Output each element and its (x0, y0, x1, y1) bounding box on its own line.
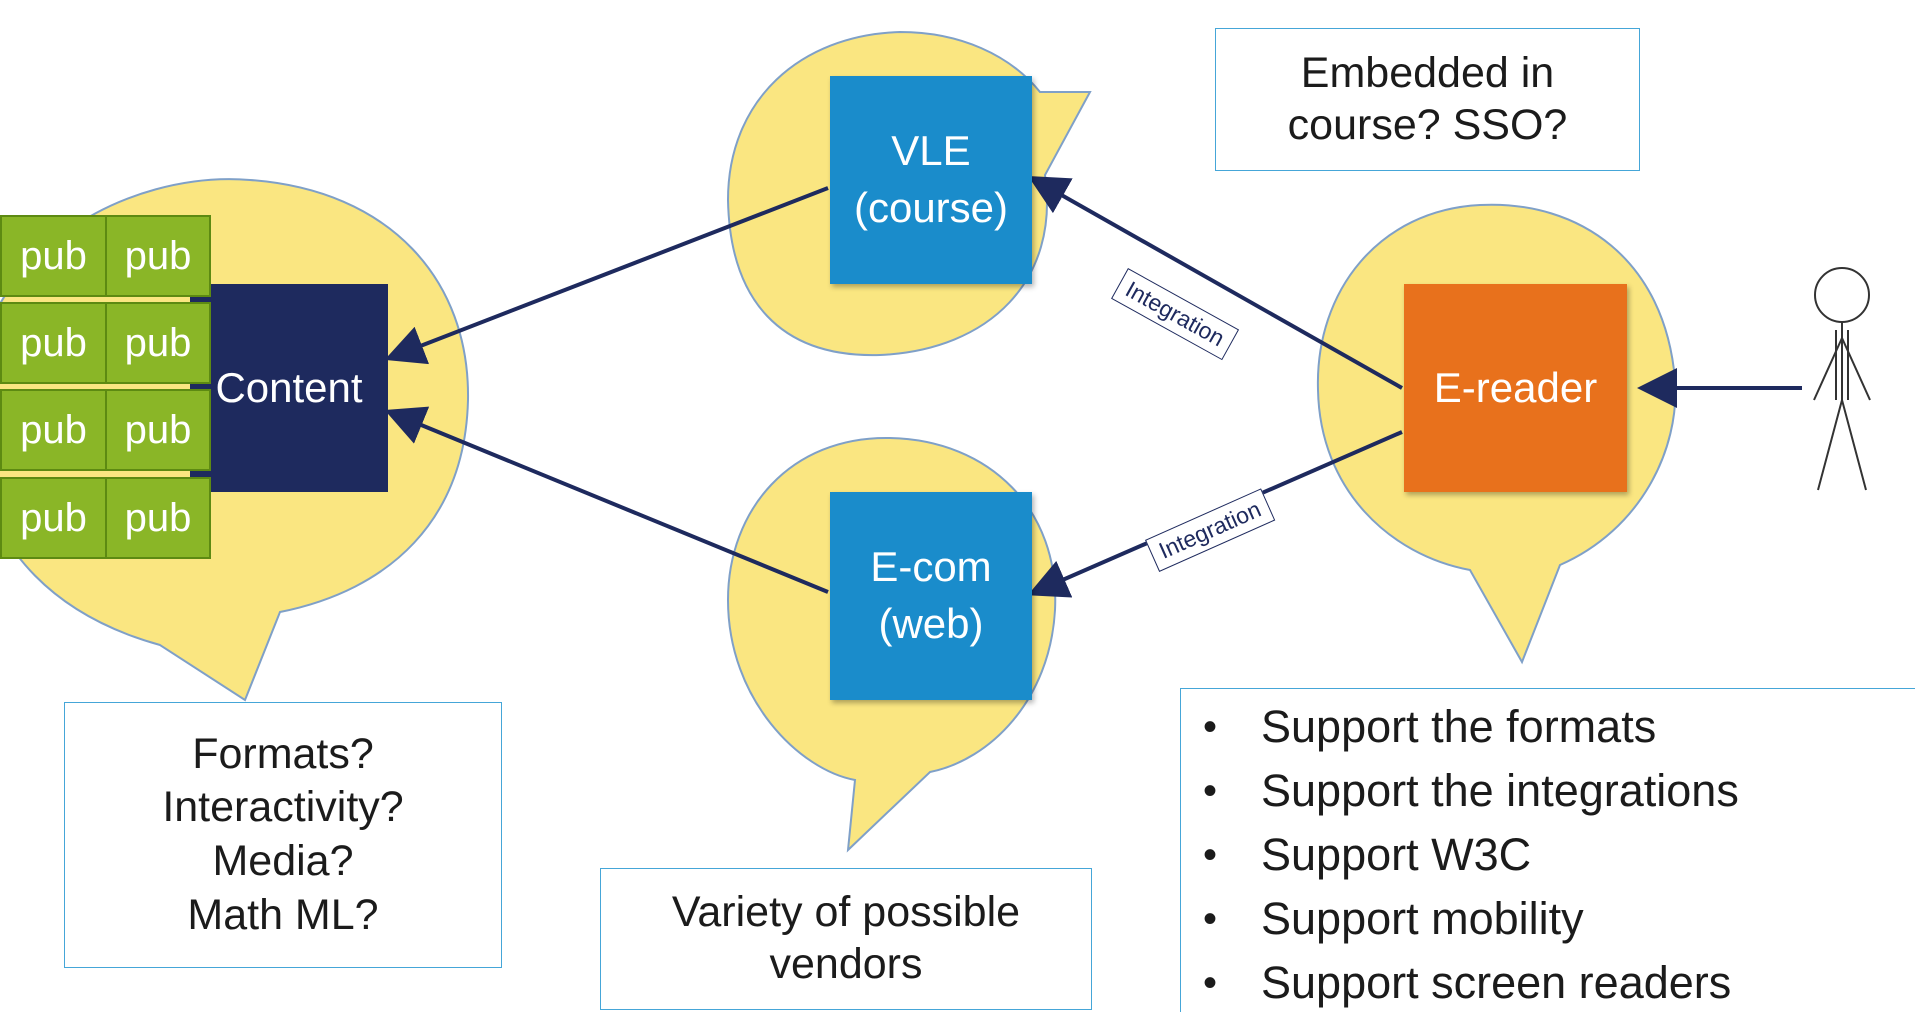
ecom-note-line: vendors (769, 940, 923, 988)
pub-block: pub (105, 389, 211, 471)
vle-to-content-arrow (384, 186, 829, 365)
ereader-to-vle-arrow (1028, 176, 1403, 390)
content-label: Content (215, 364, 363, 411)
ereader-node: E-reader (1404, 284, 1627, 492)
requirements-list: Support the formats Support the integrat… (1181, 689, 1915, 1015)
vle-node: VLE (course) (830, 76, 1032, 284)
vle-note-line: Embedded in (1300, 48, 1555, 97)
pub-label: pub (20, 233, 87, 278)
pub-block: pub (0, 302, 107, 384)
pub-label: pub (124, 495, 192, 540)
vle-label-line2: (course) (853, 184, 1009, 231)
requirement-item: Support the integrations (1181, 759, 1915, 823)
pub-block: pub (0, 215, 107, 297)
pub-block: pub (105, 477, 211, 559)
vle-label-line1: VLE (891, 127, 971, 175)
pub-label: pub (20, 495, 87, 540)
requirement-item: Support screen readers (1181, 951, 1915, 1015)
pub-label: pub (124, 407, 192, 452)
content-node: Content (190, 284, 388, 492)
vle-note-line: course? SSO? (1287, 100, 1568, 149)
pub-block: pub (105, 215, 211, 297)
ecom-note: Variety of possible vendors (600, 868, 1092, 1010)
content-note: Formats? Interactivity? Media? Math ML? (64, 702, 502, 968)
content-note-line: Formats? (192, 729, 374, 778)
content-note-line: Media? (212, 837, 354, 885)
content-note-line: Math ML? (187, 890, 379, 939)
ecom-label-line1: E-com (870, 543, 992, 591)
vle-note: Embedded in course? SSO? (1215, 28, 1640, 171)
pub-block: pub (105, 302, 211, 384)
ereader-requirements: Support the formats Support the integrat… (1180, 688, 1915, 1015)
pub-block: pub (0, 389, 107, 471)
ecom-note-line: Variety of possible (671, 888, 1021, 937)
pub-label: pub (20, 320, 87, 365)
stick-figure-icon (1813, 267, 1871, 491)
ecom-to-content-arrow (384, 406, 829, 594)
pub-label: pub (124, 320, 192, 365)
ereader-label: E-reader (1433, 364, 1598, 411)
pub-label: pub (20, 407, 87, 452)
requirement-item: Support W3C (1181, 823, 1915, 887)
pub-block: pub (0, 477, 107, 559)
ecom-node: E-com (web) (830, 492, 1032, 700)
pub-label: pub (124, 233, 192, 278)
requirement-item: Support the formats (1181, 695, 1915, 759)
ecom-label-line2: (web) (878, 600, 984, 647)
requirement-item: Support mobility (1181, 887, 1915, 951)
content-note-line: Interactivity? (162, 783, 404, 832)
